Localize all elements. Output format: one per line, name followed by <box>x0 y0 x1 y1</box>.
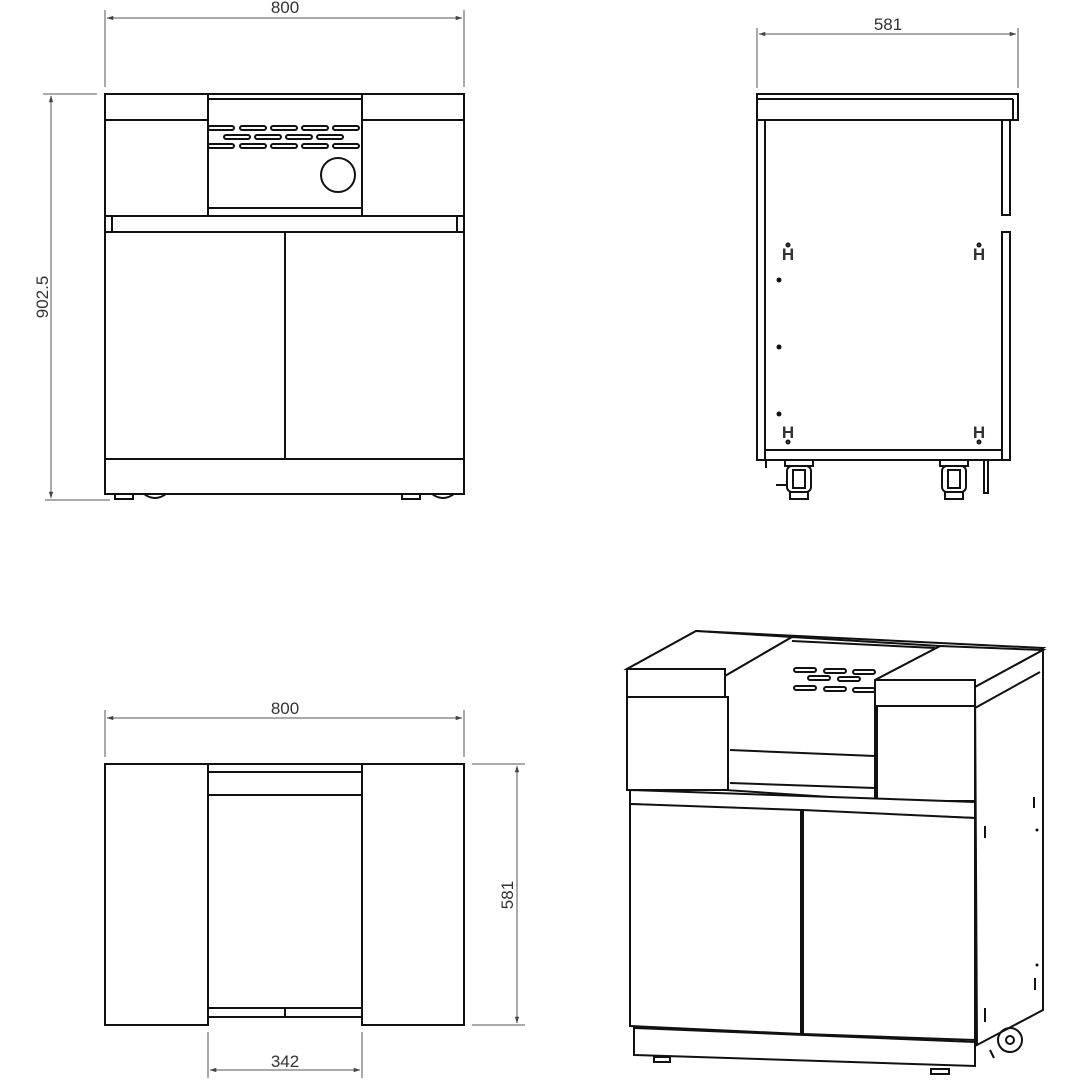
opening-dimension: 342 <box>207 1032 363 1078</box>
mounting-holes: H H H H <box>776 242 985 445</box>
top-view: 800 581 342 <box>104 699 525 1078</box>
vent-slots <box>207 125 360 149</box>
iso-mounting-holes <box>984 797 1039 1022</box>
opening-width-label: 342 <box>271 1052 299 1071</box>
iso-vent-slots <box>793 667 876 693</box>
top-width-dimension: 800 <box>104 699 465 757</box>
iso-caster-icon <box>989 1027 1023 1059</box>
svg-text:H: H <box>973 423 985 442</box>
svg-text:H: H <box>782 423 794 442</box>
front-width-label: 800 <box>271 0 299 17</box>
caster-icon <box>939 459 969 500</box>
front-height-label: 902.5 <box>33 276 52 319</box>
side-depth-dimension: 581 <box>756 15 1019 88</box>
front-width-dimension: 800 <box>104 0 465 87</box>
caster-icon <box>776 459 814 500</box>
side-view: 581 H H H H <box>756 15 1019 500</box>
top-depth-dimension: 581 <box>472 763 525 1026</box>
svg-text:H: H <box>973 245 985 264</box>
isometric-view <box>623 629 1047 1075</box>
front-view: 800 902.5 <box>33 0 465 501</box>
svg-text:H: H <box>782 245 794 264</box>
top-width-label: 800 <box>271 699 299 718</box>
front-height-dimension: 902.5 <box>33 93 110 501</box>
knob-icon <box>320 157 356 193</box>
top-depth-label: 581 <box>498 881 517 909</box>
side-depth-label: 581 <box>874 15 902 34</box>
